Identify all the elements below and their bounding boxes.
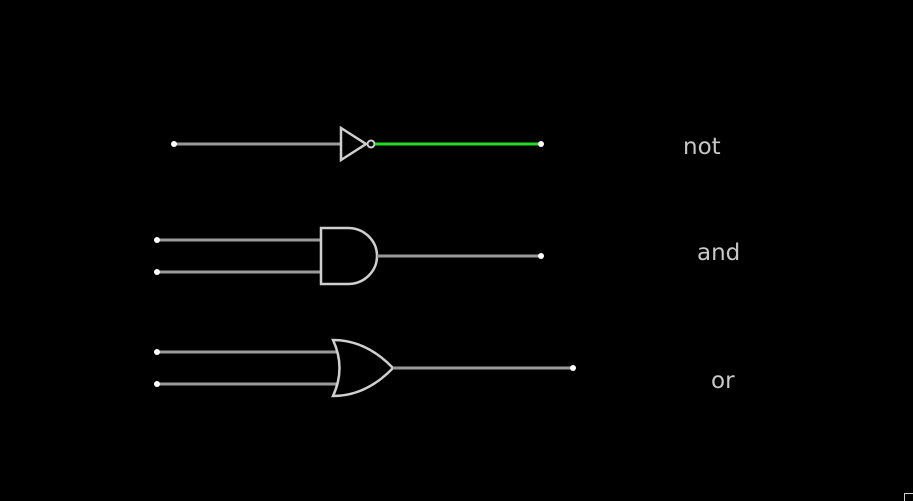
resize-grip-icon[interactable]: [904, 493, 913, 501]
or-gate-group: [154, 338, 576, 398]
and-input-a-pin[interactable]: [154, 237, 160, 243]
not-inversion-bubble: [366, 139, 376, 149]
or-input-b-pin[interactable]: [154, 381, 160, 387]
and-input-b-pin[interactable]: [154, 269, 160, 275]
and-gate-label: and: [697, 240, 741, 266]
and-gate-body[interactable]: [319, 226, 379, 286]
not-gate-body[interactable]: [339, 125, 369, 163]
or-input-a-pin[interactable]: [154, 349, 160, 355]
or-gate-body[interactable]: [331, 338, 395, 398]
not-input-pin[interactable]: [171, 141, 177, 147]
not-gate-label: not: [683, 134, 721, 160]
or-output-pin[interactable]: [570, 365, 576, 371]
or-gate-label: or: [711, 368, 735, 394]
and-output-pin[interactable]: [538, 253, 544, 259]
not-output-pin[interactable]: [538, 141, 544, 147]
not-gate-group: [171, 125, 544, 163]
and-gate-group: [154, 226, 544, 286]
